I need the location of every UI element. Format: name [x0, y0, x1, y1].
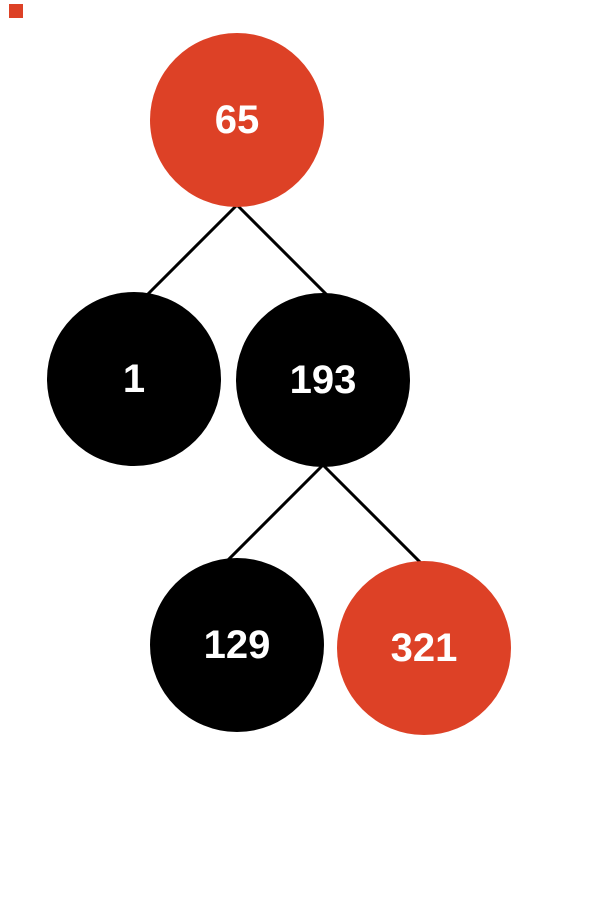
- node-value-129: 129: [203, 622, 271, 667]
- red-square-marker: [9, 4, 23, 18]
- node-value-321: 321: [390, 625, 458, 670]
- node-value-65: 65: [214, 97, 260, 142]
- node-value-1: 1: [122, 356, 146, 401]
- node-value-193: 193: [289, 357, 357, 402]
- tree-node-129: 129: [150, 558, 324, 732]
- tree-edge: [321, 463, 425, 567]
- tree-edge: [143, 203, 239, 299]
- tree-edge: [224, 463, 325, 564]
- tree-node-193: 193: [236, 293, 410, 467]
- tree-node-65: 65: [150, 33, 324, 207]
- tree-edge: [235, 203, 331, 299]
- tree-node-321: 321: [337, 561, 511, 735]
- tree-node-1: 1: [47, 292, 221, 466]
